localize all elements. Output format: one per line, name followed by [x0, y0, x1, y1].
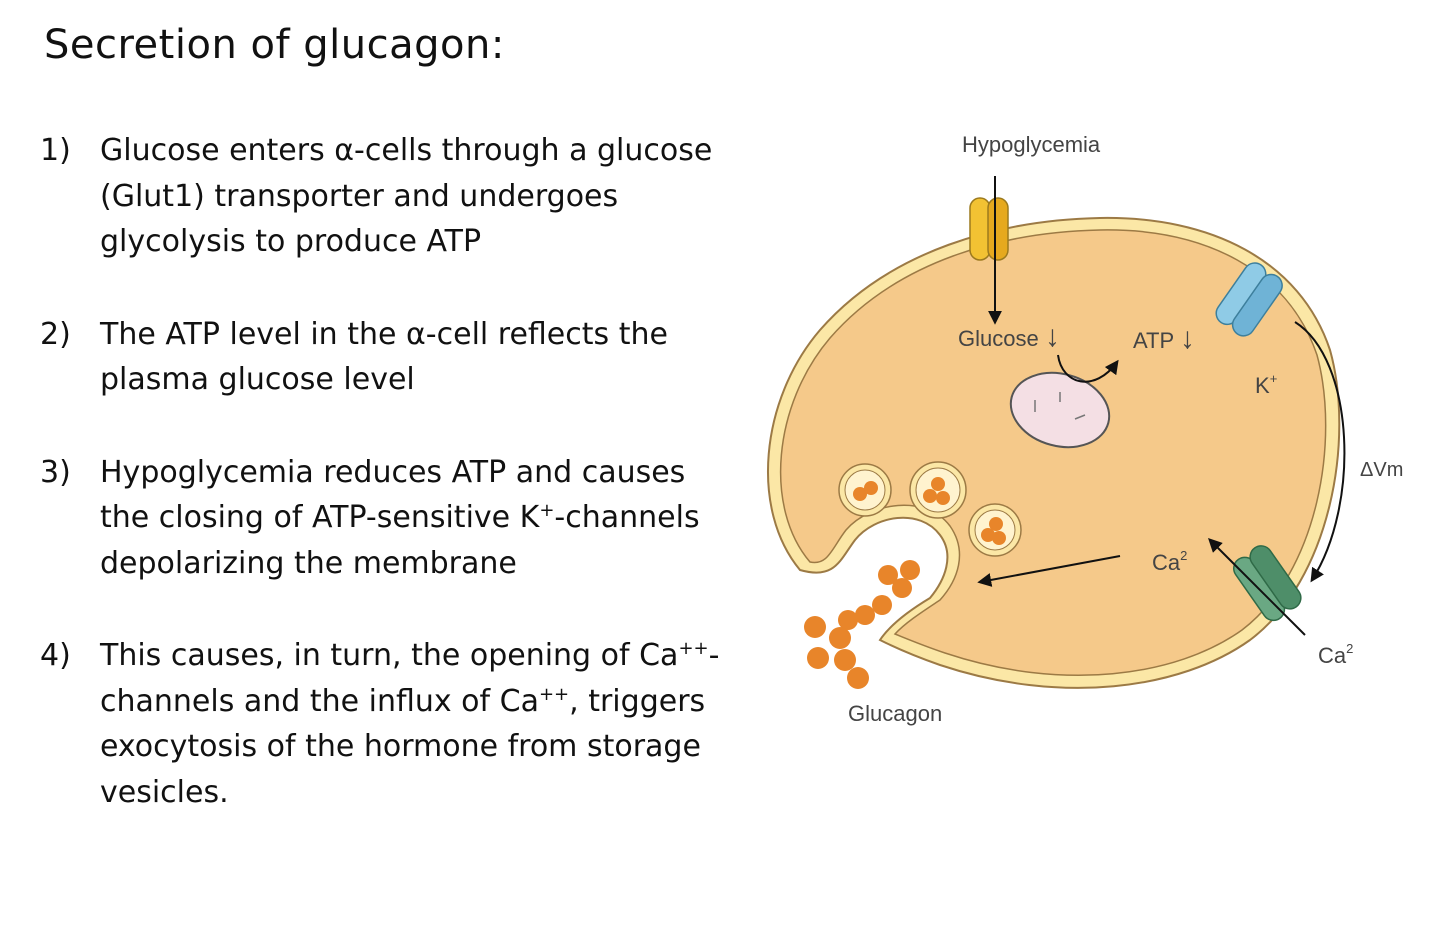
secretory-vesicle — [909, 461, 967, 519]
glucagon-granule — [834, 649, 856, 671]
step-number: 4) — [40, 638, 71, 673]
step-text-part: The ATP level in the — [100, 316, 407, 352]
secretory-vesicle — [968, 503, 1022, 557]
glut1-transporter — [969, 197, 1009, 261]
alpha-symbol: α — [334, 133, 355, 168]
glucagon-granule — [855, 605, 875, 625]
glucose-label: Glucose ↓ — [958, 320, 1060, 353]
step-text-part: This causes, in turn, the opening of Ca — [100, 638, 679, 673]
glycolysis-arrow — [1057, 354, 1119, 383]
step-text: Hypoglycemia reduces ATP and causes the … — [100, 450, 730, 587]
step-number: 2) — [40, 316, 71, 352]
step-text-part: Hypoglycemia reduces ATP and causes the … — [100, 454, 686, 536]
step-number: 1) — [40, 133, 71, 168]
glucagon-granules — [804, 560, 920, 689]
step-item: 4) This causes, in turn, the opening of … — [40, 633, 730, 815]
step-text-part: -channels and the influx of Ca — [100, 638, 720, 719]
step-text: This causes, in turn, the opening of Ca+… — [100, 633, 730, 815]
step-number: 3) — [40, 454, 71, 490]
delta-vm-label: ΔVm — [1360, 459, 1403, 481]
calcium-influx-arrow — [1208, 538, 1306, 636]
down-arrow-icon: ↓ — [1180, 322, 1195, 355]
glucagon-granule — [838, 610, 858, 630]
step-text-part: -channels depolarizing the membrane — [100, 500, 700, 581]
step-item: 2) The ATP level in the α-cell reflects … — [40, 312, 730, 403]
step-list: 1) Glucose enters α-cells through a gluc… — [40, 128, 730, 815]
step-text-part: -cell reflects the plasma glucose level — [100, 316, 668, 398]
exocytosis-arrow — [977, 555, 1121, 587]
step-text: Glucose enters α-cells through a glucose… — [100, 128, 730, 265]
glucagon-granule — [872, 595, 892, 615]
potassium-label: K+ — [1255, 371, 1277, 398]
step-text-part: -cells through a glucose (Glut1) transpo… — [100, 133, 713, 259]
superscript: ++ — [678, 638, 709, 659]
glucagon-granule — [847, 667, 869, 689]
cytoplasm — [779, 229, 1327, 677]
step-text: The ATP level in the α-cell reflects the… — [100, 312, 730, 403]
down-arrow-icon: ↓ — [1045, 320, 1060, 353]
alpha-cell-diagram: Hypoglycemia Glucose ↓ ATP ↓ K+ ΔVm Ca2 … — [767, 132, 1403, 726]
step-item: 3) Hypoglycemia reduces ATP and causes t… — [40, 450, 730, 587]
glucagon-granule — [829, 627, 851, 649]
step-item: 1) Glucose enters α-cells through a gluc… — [40, 128, 730, 265]
glucagon-label: Glucagon — [848, 701, 942, 726]
atp-label: ATP ↓ — [1133, 322, 1195, 355]
step-text-part: Glucose enters — [100, 133, 335, 168]
depolarization-arrow — [1294, 321, 1346, 583]
ca-inside-label: Ca2 — [1152, 548, 1187, 575]
ca-outside-label: Ca2 — [1318, 641, 1353, 668]
glucagon-granule — [804, 616, 826, 638]
k-atp-channel — [1215, 262, 1283, 337]
superscript: ++ — [538, 683, 570, 705]
glucagon-granule — [807, 647, 829, 669]
alpha-symbol: α — [406, 316, 426, 352]
step-text-part: , triggers exocytosis of the hormone fro… — [100, 683, 706, 810]
secretory-vesicle — [838, 463, 892, 517]
alpha-cell — [767, 216, 1341, 689]
page-title: Secretion of glucagon: — [44, 22, 505, 68]
glucagon-granule — [878, 565, 898, 585]
hypoglycemia-label: Hypoglycemia — [962, 132, 1101, 157]
superscript: + — [539, 500, 555, 521]
glucagon-granule — [900, 560, 920, 580]
glucagon-granule — [892, 578, 912, 598]
